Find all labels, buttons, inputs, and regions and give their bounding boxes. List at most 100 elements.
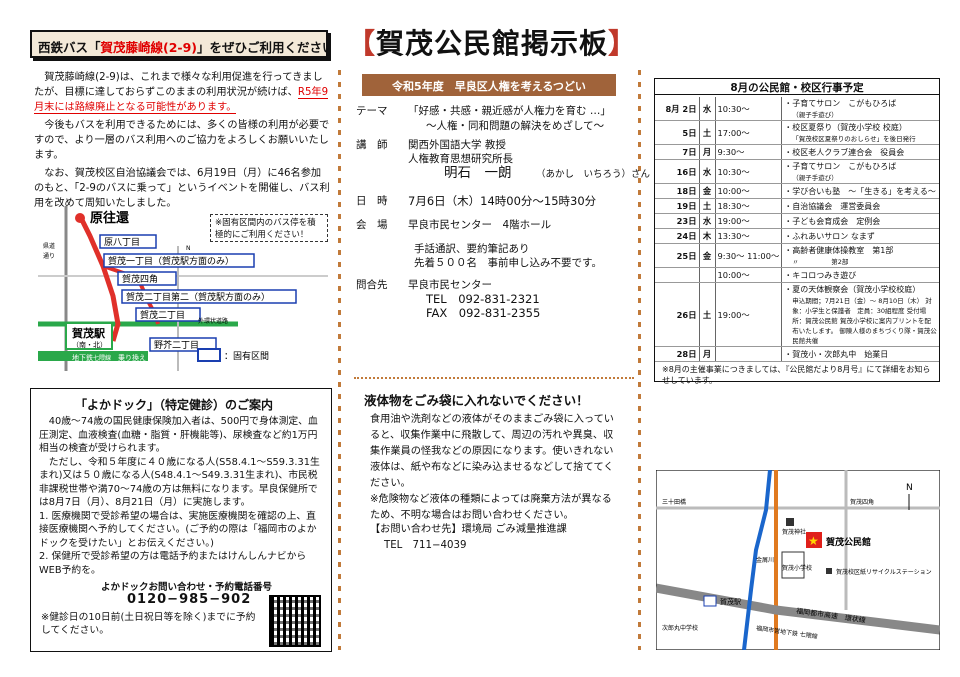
schedule-event: ・賀茂小・次郎丸中 始業日 (781, 346, 939, 362)
stop-7: 野芥二丁目 (149, 337, 217, 352)
schedule-time: 9:30〜 11:00〜 (715, 243, 783, 268)
expressway (656, 583, 940, 635)
map-bus-route (77, 214, 121, 342)
sanjudai-label: 三十田橋 (662, 498, 686, 506)
schedule-event: ・子育てサロン こがもひろば（親子手遊び） (781, 97, 939, 121)
schedule-time: 18:30〜 (715, 198, 783, 214)
stop-5: 賀茂二丁目第二（賀茂駅方面のみ） (121, 289, 297, 304)
stop-label-7: 野芥二丁目 (154, 340, 199, 351)
map-north-label: N (186, 245, 191, 252)
bus-title-route: 賀茂藤崎線(2-9) (100, 40, 198, 55)
schedule-event-title: ・自治協議会 運営委員会 (784, 201, 881, 211)
title-text: 賀茂公民館掲示板 (375, 27, 608, 60)
qr-code-icon[interactable] (269, 595, 321, 647)
road-label-left: 県道 (43, 242, 55, 250)
schedule-note: ※8月の主催事業につきましては、『公民館だより8月号』にて詳細をお知らせしていま… (662, 365, 931, 385)
schedule-date: 7日 (655, 144, 700, 160)
schedule-weekday: 水 (699, 159, 716, 184)
schedule-event-title: ・校区老人クラブ連合会 役員会 (784, 147, 905, 157)
schedule-row: 28日月・賀茂小・次郎丸中 始業日 (655, 346, 939, 362)
bus-section-title: 西鉄バス「賀茂藤崎線(2-9)」をぜひご利用ください (30, 30, 328, 58)
school-box (781, 551, 805, 579)
stop-3: 賀茂一丁目（賀茂駅方面のみ） (103, 253, 255, 268)
kamo-hall-marker (806, 532, 822, 548)
schedule-weekday: 木 (699, 228, 716, 244)
divider-left (338, 70, 341, 650)
schedule-time: 10:00〜 (715, 183, 783, 199)
schedule-weekday: 金 (699, 243, 716, 268)
schedule-date: 25日 (655, 243, 700, 268)
yoka-p2: ただし、令和５年度に４０歳になる人(S58.4.1〜S59.3.31生まれ)又は… (39, 456, 320, 509)
legend-label: ：固有区間 (224, 350, 269, 362)
station-sub: （南・北） (72, 340, 107, 349)
yoka-phone-label: よかドックお問い合わせ・予約電話番号 (101, 582, 273, 593)
lecturer-label: 講 師 (356, 139, 388, 151)
bus-title-prefix: 西鉄バス「 (38, 40, 101, 55)
theme-label: テーマ (356, 105, 388, 117)
title-bracket-left: 【 (346, 27, 376, 60)
schedule-event-sub: （親子手遊び） (792, 174, 838, 182)
contact-fax: FAX 092-831-2355 (426, 306, 541, 320)
theme-line-1: 「好感・共感・親近感が人権力を育む …」 (408, 105, 611, 117)
transfer-label: 乗り換え (118, 353, 146, 362)
recycle-icon (826, 568, 832, 574)
station-label-right: 賀茂駅 (720, 597, 741, 606)
schedule-time: 13:30〜 (715, 228, 783, 244)
schedule-event: ・キコロつみき遊び (781, 267, 939, 283)
schedule-weekday: 土 (699, 198, 716, 214)
schedule-date: 23日 (655, 213, 700, 229)
shrine-label: 賀茂神社 (782, 528, 806, 536)
yoka-dock-box: 「よかドック」（特定健診）のご案内 40歳〜74歳の国民健康保険加入者は、500… (30, 388, 332, 652)
liquid-contact-label: 【お問い合わせ先】環境局 ごみ減量推進課 (370, 524, 567, 535)
liquid-title: 液体物をごみ袋に入れないでください！ (364, 393, 589, 408)
schedule-time: 9:30〜 (715, 144, 783, 160)
schedule-event-sub: 「賀茂校区夏祭りのおしらせ」を後日発行 (792, 135, 916, 143)
schedule-date: 26日 (655, 282, 700, 347)
schedule-weekday: 土 (699, 120, 716, 145)
station-label: 賀茂駅 (71, 326, 105, 340)
schedule-time: 10:00〜 (715, 267, 783, 283)
schedule-weekday (699, 267, 716, 283)
star-icon: ★ (808, 534, 819, 548)
schedule-event-title: ・子育てサロン こがもひろば (784, 99, 897, 108)
schedule-event-title: ・高齢者健康体操教室 第1部 (784, 246, 894, 255)
schedule-row: 10:00〜・キコロつみき遊び (655, 267, 939, 283)
schedule-event-title: ・キコロつみき遊び (784, 270, 857, 280)
event-date: 7月6日（木）14時00分〜15時30分 (408, 194, 597, 208)
contact-tel[interactable]: TEL 092-831-2321 (426, 292, 540, 306)
bus-paragraph-3: なお、賀茂校区自治協議会では、6月19日（月）に46名参加のもと、「2-9のバス… (34, 168, 330, 209)
subway-label: 地下鉄 (72, 353, 93, 362)
stop-4: 賀茂四角 (117, 271, 177, 286)
yoka-note: ※健診日の10日前(土日祝日等を除く)までに予約してください。 (41, 612, 256, 636)
kamo-hall-label: 賀茂公民館 (825, 536, 871, 548)
schedule-time: 10:30〜 (715, 97, 783, 121)
schedule-event: ・子ども会育成会 定例会 (781, 213, 939, 229)
page-title: 【賀茂公民館掲示板】 (336, 22, 648, 62)
schedule-event: ・ふれあいサロン なまず (781, 228, 939, 244)
event-extra-1: 手話通訳、要約筆記あり (414, 243, 530, 255)
schedule-date (655, 267, 700, 283)
liquid-text: 食用油や洗剤などの液体がそのままごみ袋に入っていると、収集作業中に飛散して、周辺… (370, 414, 614, 489)
bus-stop-notice: ※固有区間内のバス停を積極的にご利用ください！ (210, 214, 328, 242)
schedule-event-title: ・学び合いも塾 〜「生きる」を考える〜 (784, 186, 936, 196)
schedule-time: 19:00〜 (715, 282, 783, 347)
liquid-contact-tel[interactable]: TEL 711−4039 (384, 540, 467, 551)
station-icon (703, 595, 717, 607)
schedule-date: 19日 (655, 198, 700, 214)
schedule-event: ・校区老人クラブ連合会 役員会 (781, 144, 939, 160)
liquid-contact: 【お問い合わせ先】環境局 ごみ減量推進課 TEL 711−4039 (370, 522, 614, 554)
stop-label-5: 賀茂二丁目第二（賀茂駅方面のみ） (126, 291, 270, 303)
venue-label: 会 場 (356, 219, 388, 231)
schedule-weekday: 水 (699, 97, 716, 121)
schedule-event-title: ・夏の天体観察会（賀茂小学校校庭） (784, 285, 921, 294)
stop-label-1: 原往還 (90, 210, 130, 226)
contact-name: 早良市民センター (408, 279, 492, 291)
liquid-body: 食用油や洗剤などの液体がそのままごみ袋に入っていると、収集作業中に飛散して、周辺… (370, 412, 614, 524)
schedule-event-title: ・子ども会育成会 定例会 (784, 216, 881, 226)
yoka-phone[interactable]: 0120−985−902 (127, 592, 252, 607)
